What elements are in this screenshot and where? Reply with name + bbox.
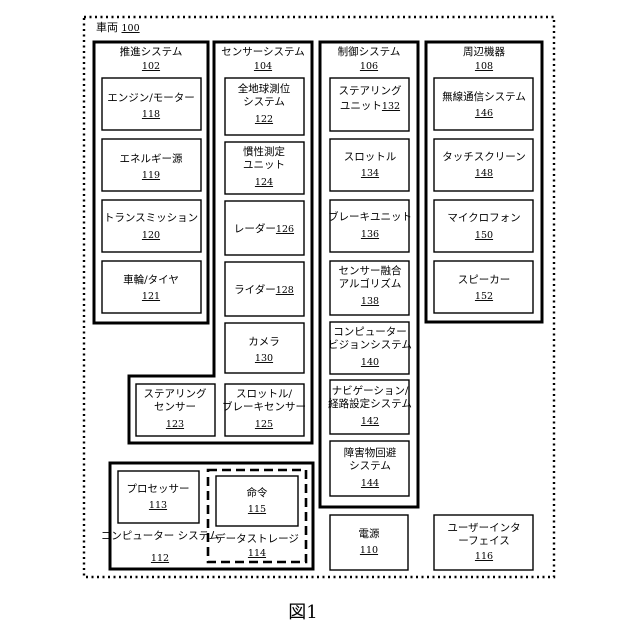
transmission-block	[102, 200, 201, 252]
obstacle-avoidance-number: 144	[361, 478, 379, 489]
wireless-communication-number: 146	[475, 108, 493, 119]
peripheral-number: 108	[475, 61, 493, 72]
camera-number: 130	[255, 353, 273, 364]
transmission-label: トランスミッション	[104, 212, 198, 224]
power-supply-number: 110	[360, 545, 378, 556]
engine-motor-number: 118	[142, 109, 160, 120]
peripheral-label: 周辺機器	[463, 45, 505, 58]
sensor-system-label: センサーシステム	[221, 46, 304, 58]
brake-unit-block	[330, 200, 409, 252]
processor-block	[118, 471, 199, 523]
speaker-label: スピーカー	[458, 274, 511, 286]
touchscreen-block	[434, 139, 533, 191]
speaker-number: 152	[475, 291, 493, 302]
transmission-number: 120	[142, 230, 160, 241]
computer-system-number: 112	[151, 553, 169, 564]
touchscreen-label: タッチスクリーン	[442, 151, 525, 163]
propulsion-system-number: 102	[142, 61, 160, 72]
processor-number: 113	[149, 500, 167, 511]
throttle-number: 134	[361, 168, 379, 179]
computer-system-label: コンピューター システム	[101, 530, 220, 542]
microphone-number: 150	[475, 230, 493, 241]
microphone-block	[434, 200, 533, 252]
navigation-label: ナビゲーション/経路設定システム	[328, 385, 412, 410]
throttle-brake-sensor-number: 125	[255, 419, 273, 430]
sensor-system-number: 104	[254, 61, 272, 72]
vehicle-label: 車両 100	[96, 20, 140, 34]
instructions-block	[216, 476, 298, 526]
sensor-fusion-number: 138	[361, 296, 379, 307]
instructions-number: 115	[248, 504, 266, 515]
control-system-number: 106	[360, 61, 378, 72]
energy-source-block	[102, 139, 201, 191]
wireless-communication-block	[434, 78, 533, 130]
power-supply-block	[330, 515, 408, 570]
wheels-tires-number: 121	[142, 291, 160, 302]
user-interface-number: 116	[475, 551, 493, 562]
touchscreen-number: 148	[475, 168, 493, 179]
throttle-block	[330, 139, 409, 191]
data-storage-number: 114	[248, 548, 266, 559]
engine-motor-block	[102, 78, 201, 130]
energy-source-label: エネルギー源	[120, 152, 183, 165]
energy-source-number: 119	[142, 170, 160, 181]
camera-block	[225, 323, 304, 373]
figure-caption: 図1	[288, 602, 317, 623]
lidar-label: ライダー128	[234, 283, 294, 296]
radar-label: レーダー126	[234, 222, 294, 235]
propulsion-system-label: 推進システム	[120, 45, 183, 58]
imu-number: 124	[255, 177, 273, 188]
computer-vision-number: 140	[361, 357, 379, 368]
gps-number: 122	[255, 114, 273, 125]
microphone-label: マイクロフォン	[447, 212, 520, 224]
user-interface-label: ユーザーインターフェイス	[447, 522, 520, 547]
instructions-label: 命令	[247, 486, 268, 499]
computer-vision-label: コンピュータービジョンシステム	[328, 326, 412, 351]
engine-motor-label: エンジン/モーター	[107, 92, 195, 104]
brake-unit-label: ブレーキユニット	[328, 210, 412, 223]
steering-sensor-number: 123	[166, 419, 184, 430]
data-storage-label: データストレージ	[215, 532, 299, 545]
navigation-number: 142	[361, 416, 379, 427]
control-system-label: 制御システム	[338, 45, 401, 58]
wheels-tires-label: 車輪/タイヤ	[123, 273, 179, 286]
throttle-label: スロットル	[344, 151, 397, 163]
speaker-block	[434, 261, 533, 313]
wireless-communication-label: 無線通信システム	[442, 90, 526, 103]
processor-label: プロセッサー	[127, 483, 190, 495]
camera-label: カメラ	[248, 336, 280, 348]
brake-unit-number: 136	[361, 229, 379, 240]
wheels-tires-block	[102, 261, 201, 313]
power-supply-label: 電源	[359, 527, 380, 540]
